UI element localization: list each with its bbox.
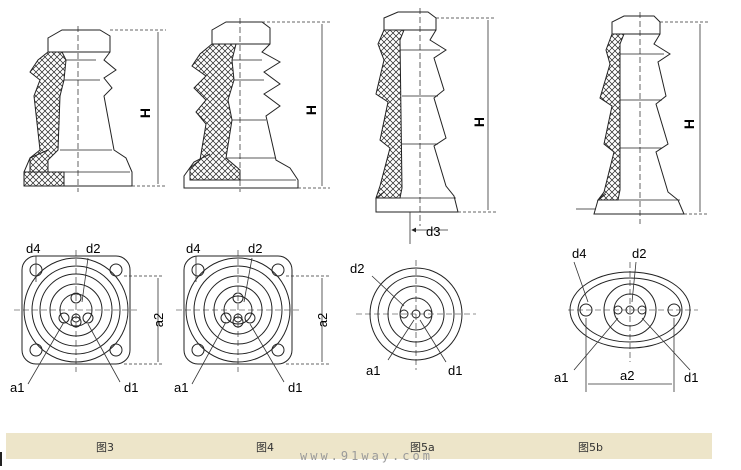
fig3-height-dimension	[110, 29, 166, 187]
fig3-plan	[14, 250, 140, 372]
fig3-plan-leaders	[27, 256, 164, 385]
fig4-plan-leaders	[191, 256, 330, 385]
fig4-height-label: H	[303, 105, 319, 115]
fig5b-d1-label: d1	[684, 370, 698, 385]
fig3-elevation	[23, 26, 133, 192]
fig5b-d4-label: d4	[572, 246, 586, 261]
text-cursor	[0, 452, 2, 466]
fig5b-a2-label: a2	[620, 368, 634, 383]
fig3-a1-label: a1	[10, 380, 24, 395]
fig5a-plan	[356, 260, 476, 370]
fig4-d1-label: d1	[288, 380, 302, 395]
watermark: www.91way.com	[300, 449, 433, 463]
fig3-d4-label: d4	[26, 241, 40, 256]
fig5b-elevation	[576, 12, 685, 224]
caption-fig5b: 图5b	[578, 441, 603, 454]
fig5a-d3-label: d3	[426, 224, 440, 239]
fig5a-plan-leaders	[371, 275, 447, 363]
caption-fig5a: 图5a	[410, 441, 435, 454]
fig5b-a1-label: a1	[554, 370, 568, 385]
caption-bar	[6, 433, 712, 459]
fig5b-d2-label: d2	[632, 246, 646, 261]
fig5a-height-dimension	[409, 17, 496, 244]
fig3-d1-label: d1	[124, 380, 138, 395]
fig4-d2-label: d2	[248, 241, 262, 256]
fig5b-height-label: H	[681, 119, 697, 129]
fig5b-height-dimension	[660, 21, 708, 215]
fig4-elevation	[183, 18, 299, 192]
fig3-a2-label: a2	[151, 313, 166, 327]
fig4-height-dimension	[262, 21, 330, 189]
fig4-plan	[176, 250, 302, 372]
fig5a-height-label: H	[471, 117, 487, 127]
fig5b-plan-leaders	[573, 261, 691, 392]
fig4-d4-label: d4	[186, 241, 200, 256]
fig4-a2-label: a2	[315, 313, 330, 327]
fig5a-elevation	[375, 8, 459, 226]
caption-fig4: 图4	[256, 441, 274, 454]
caption-fig3: 图3	[96, 441, 114, 454]
fig5b-plan	[568, 262, 698, 362]
fig5a-d2-label: d2	[350, 261, 364, 276]
fig5a-a1-label: a1	[366, 363, 380, 378]
fig5a-d1-label: d1	[448, 363, 462, 378]
fig4-a1-label: a1	[174, 380, 188, 395]
fig3-d2-label: d2	[86, 241, 100, 256]
fig3-height-label: H	[137, 108, 153, 118]
